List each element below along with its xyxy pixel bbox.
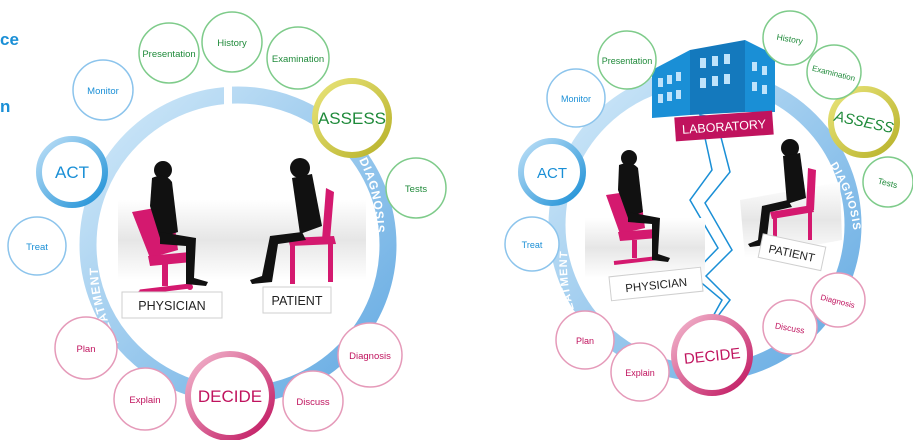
left-examination-label: Examination: [272, 54, 324, 65]
right-treat-label: Treat: [522, 240, 543, 250]
left-history-label: History: [217, 38, 247, 49]
laboratory-label: LABORATORY: [682, 117, 767, 137]
right-explain-label: Explain: [625, 368, 655, 378]
right-discuss-bubble: [762, 299, 818, 355]
right-patient-tag: [757, 233, 827, 272]
right-diagnosis-bubble: [810, 272, 866, 328]
right-examination-bubble: [806, 44, 862, 100]
laboratory-sign: [674, 110, 774, 142]
left-monitor-bubble: [72, 59, 134, 121]
left-act-label: ACT: [55, 163, 89, 182]
left-physician-label: PHYSICIAN: [138, 299, 205, 313]
right-history-bubble: [762, 10, 818, 66]
left-explain-bubble: [113, 367, 177, 431]
right-tests-label: Tests: [877, 176, 899, 191]
right-history-label: History: [776, 32, 805, 47]
left-history-bubble: [201, 11, 263, 73]
left-tests-bubble: [385, 157, 447, 219]
left-presentation-label: Presentation: [142, 49, 195, 60]
left-tests-label: Tests: [405, 184, 427, 195]
heading-fragment-1: ce: [0, 30, 19, 49]
laboratory-building: [652, 40, 775, 118]
left-assess-label: ASSESS: [318, 109, 386, 128]
left-explain-label: Explain: [129, 395, 160, 406]
left-patient-tag: [262, 286, 332, 314]
left-patient-figure: [250, 158, 336, 284]
right-decide-label: DECIDE: [683, 345, 741, 368]
right-tests-bubble: [862, 156, 913, 208]
right-act-label: ACT: [537, 165, 567, 182]
left-treat-label: Treat: [26, 242, 48, 253]
left-monitor-label: Monitor: [87, 86, 119, 97]
left-assess-stage: [312, 78, 392, 158]
right-act-stage: [518, 138, 586, 206]
right-physician-figure: [606, 150, 670, 265]
right-plan-bubble: [555, 310, 615, 370]
left-physician-tag: [121, 291, 223, 319]
right-presentation-bubble: [597, 30, 657, 90]
right-explain-bubble: [610, 342, 670, 402]
left-decide-stage: [185, 351, 275, 440]
left-examination-bubble: [266, 26, 330, 90]
right-decide-stage: [671, 314, 753, 396]
right-treat-bubble: [504, 216, 560, 272]
left-plan-bubble: [54, 316, 118, 380]
left-diagram: PHYSICIAN PATIENT DIAGNOSIS TREATMENT AS…: [7, 11, 447, 440]
right-patient-figure: [748, 139, 816, 247]
left-discuss-bubble: [282, 370, 344, 432]
left-treat-bubble: [7, 216, 67, 276]
left-act-stage: [36, 136, 108, 208]
left-patient-label: PATIENT: [272, 294, 323, 308]
right-diagram: LABORATORY PHYSICIAN PATIENT DIAGNOSIS T…: [504, 10, 913, 402]
right-plan-label: Plan: [576, 336, 594, 346]
left-plan-label: Plan: [76, 344, 95, 355]
left-diagnosis-bubble: [337, 322, 403, 388]
right-assess-stage: [828, 86, 900, 158]
left-decide-label: DECIDE: [198, 387, 262, 406]
right-monitor-bubble: [546, 68, 606, 128]
left-diagnosis-label: Diagnosis: [349, 351, 391, 362]
right-presentation-label: Presentation: [602, 56, 653, 66]
right-monitor-label: Monitor: [561, 94, 591, 104]
left-discuss-label: Discuss: [296, 397, 330, 408]
left-presentation-bubble: [138, 22, 200, 84]
heading-fragment-2: n: [0, 97, 11, 116]
right-physician-tag: [608, 266, 704, 302]
